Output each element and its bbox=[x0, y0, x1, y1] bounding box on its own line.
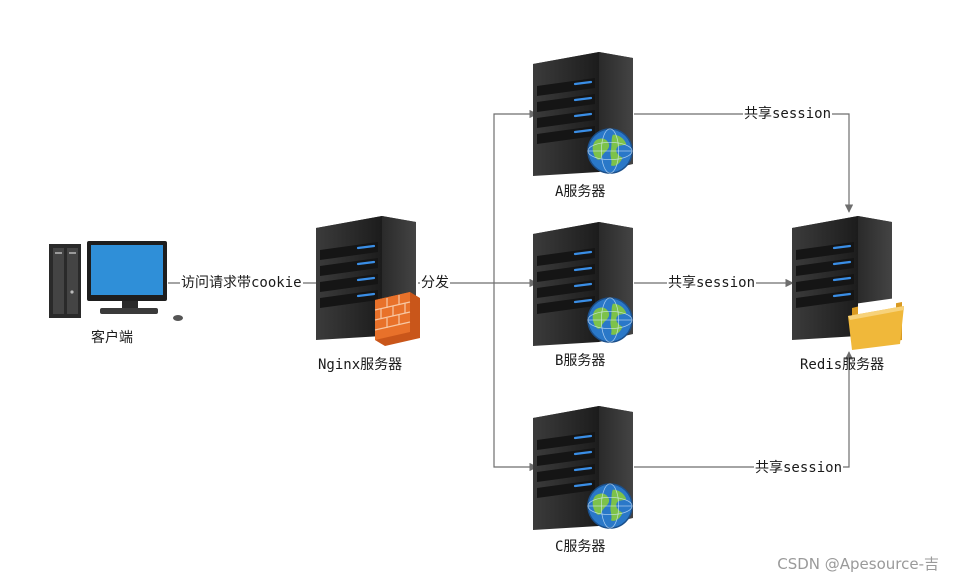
edge-nginx-c bbox=[493, 283, 538, 472]
server-c-label: C服务器 bbox=[555, 539, 606, 555]
edge-nginx-a bbox=[493, 109, 538, 283]
globe-icon bbox=[587, 297, 633, 343]
folder-icon bbox=[848, 298, 904, 350]
watermark: CSDN @Apesource-吉 bbox=[777, 555, 939, 573]
edge-label-c-redis: 共享session bbox=[754, 459, 844, 477]
redis-label: Redis服务器 bbox=[800, 357, 885, 373]
desktop-computer-icon bbox=[49, 241, 183, 321]
client-label: 客户端 bbox=[91, 330, 133, 346]
edge-label-client-nginx: 访问请求带cookie bbox=[180, 274, 303, 292]
edge-label-a-redis: 共享session bbox=[743, 105, 833, 123]
nginx-label: Nginx服务器 bbox=[318, 357, 403, 373]
globe-icon bbox=[587, 483, 633, 529]
server-a-icon bbox=[533, 50, 633, 178]
globe-icon bbox=[587, 128, 633, 174]
edge-label-dispatch: 分发 bbox=[420, 274, 450, 292]
server-b-icon bbox=[533, 220, 633, 348]
edge-label-b-redis: 共享session bbox=[667, 274, 757, 292]
server-c-icon bbox=[533, 404, 633, 532]
server-b-label: B服务器 bbox=[555, 353, 606, 369]
firewall-icon bbox=[374, 292, 420, 346]
edge-a-redis bbox=[634, 113, 854, 213]
edge-c-redis bbox=[634, 351, 854, 468]
server-a-label: A服务器 bbox=[555, 184, 606, 200]
